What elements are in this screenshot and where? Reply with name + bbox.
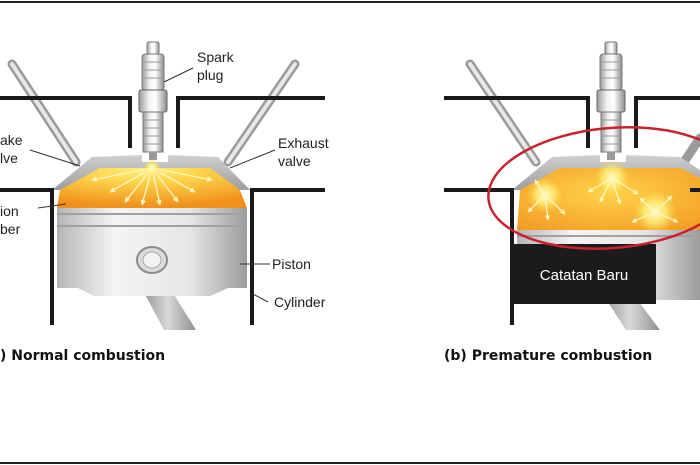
label-exhaust-2: valve: [278, 153, 311, 169]
engine-premature: Catatan Baru (b) Premature combustion: [444, 41, 700, 364]
connecting-rod: [140, 285, 196, 330]
caption-premature: (b) Premature combustion: [444, 348, 652, 364]
label-chamber-1: ion: [0, 203, 19, 219]
cylinder-walls: [0, 96, 325, 325]
spark-glow: [143, 159, 161, 177]
spark-plug-right: [596, 41, 626, 160]
leader-lines: [29, 67, 276, 303]
cylinder-head-roof: [52, 155, 250, 190]
label-exhaust-1: Exhaust: [278, 135, 329, 151]
label-intake-1: ake: [0, 132, 23, 148]
label-chamber-2: ber: [0, 221, 21, 237]
label-spark-plug-2: plug: [197, 67, 223, 83]
label-piston: Piston: [272, 256, 311, 272]
cylinder-head-roof-right: [512, 155, 700, 190]
label-intake-2: lve: [0, 150, 18, 166]
note-box-text: Catatan Baru: [540, 267, 628, 284]
label-cylinder: Cylinder: [274, 294, 326, 310]
spark-plug: [138, 41, 168, 160]
label-spark-plug-1: Spark: [197, 49, 235, 65]
premature-zone-highlight: [487, 126, 700, 250]
flame-front-arrows-right: [527, 177, 679, 223]
note-box[interactable]: [512, 244, 656, 304]
engine-normal: Spark plug ake lve Exhaust valve ion ber…: [0, 41, 329, 364]
caption-normal: ) Normal combustion: [0, 348, 165, 364]
exhaust-valve-stem-right: [679, 133, 700, 167]
